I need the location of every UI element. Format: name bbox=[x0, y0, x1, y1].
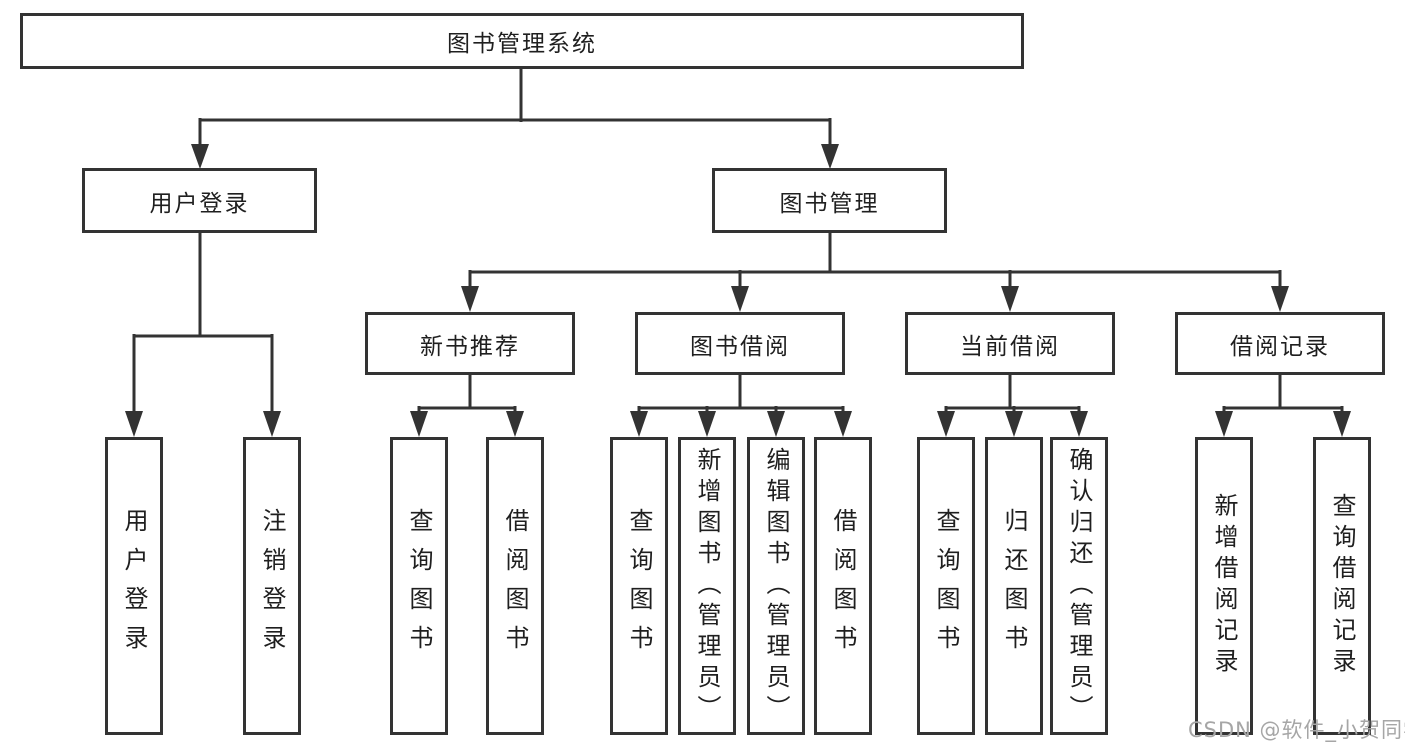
connector-root-to-level2 bbox=[191, 69, 839, 169]
leaf-query-books-recommend-label: 查询图书 bbox=[405, 508, 433, 664]
leaf-query-borrow-record: 查询借阅记录 bbox=[1313, 437, 1371, 735]
node-new-book-recommend-label: 新书推荐 bbox=[420, 333, 520, 360]
leaf-return-books: 归还图书 bbox=[985, 437, 1043, 735]
connector-user-login-children bbox=[125, 233, 281, 437]
leaf-query-books-current: 查询图书 bbox=[917, 437, 975, 735]
leaf-borrow-books-label: 借阅图书 bbox=[829, 508, 857, 664]
node-new-book-recommend: 新书推荐 bbox=[365, 312, 575, 375]
leaf-logout-login: 注销登录 bbox=[243, 437, 301, 735]
leaf-edit-books-admin: 编辑图书（管理员） bbox=[747, 437, 805, 735]
leaf-borrow-books-recommend-label: 借阅图书 bbox=[501, 508, 529, 664]
node-borrow-record: 借阅记录 bbox=[1175, 312, 1385, 375]
leaf-query-books-borrow-label: 查询图书 bbox=[625, 508, 653, 664]
leaf-confirm-return-admin: 确认归还（管理员） bbox=[1050, 437, 1108, 735]
leaf-add-borrow-record: 新增借阅记录 bbox=[1195, 437, 1253, 735]
node-user-login: 用户登录 bbox=[82, 168, 317, 233]
connector-book-borrow-children bbox=[630, 375, 852, 437]
leaf-query-borrow-record-label: 查询借阅记录 bbox=[1328, 493, 1356, 679]
leaf-borrow-books: 借阅图书 bbox=[814, 437, 872, 735]
leaf-add-books-admin: 新增图书（管理员） bbox=[678, 437, 736, 735]
leaf-query-books-recommend: 查询图书 bbox=[390, 437, 448, 735]
leaf-add-borrow-record-label: 新增借阅记录 bbox=[1210, 493, 1238, 679]
leaf-query-books-current-label: 查询图书 bbox=[932, 508, 960, 664]
leaf-edit-books-admin-label: 编辑图书（管理员） bbox=[762, 446, 790, 726]
leaf-user-login: 用户登录 bbox=[105, 437, 163, 735]
node-book-borrow-label: 图书借阅 bbox=[690, 333, 790, 360]
leaf-logout-login-label: 注销登录 bbox=[258, 508, 286, 664]
connector-current-borrow-children bbox=[937, 375, 1088, 437]
node-book-management-label: 图书管理 bbox=[779, 190, 880, 217]
connector-new-book-children bbox=[410, 375, 524, 437]
node-current-borrow: 当前借阅 bbox=[905, 312, 1115, 375]
node-book-management: 图书管理 bbox=[712, 168, 947, 233]
node-current-borrow-label: 当前借阅 bbox=[960, 333, 1060, 360]
leaf-user-login-label: 用户登录 bbox=[120, 508, 148, 664]
node-book-borrow: 图书借阅 bbox=[635, 312, 845, 375]
csdn-watermark: CSDN @软件_小贺同学 bbox=[1188, 718, 1405, 742]
leaf-add-books-admin-label: 新增图书（管理员） bbox=[693, 446, 721, 726]
connector-book-management-children bbox=[461, 233, 1289, 312]
leaf-borrow-books-recommend: 借阅图书 bbox=[486, 437, 544, 735]
node-borrow-record-label: 借阅记录 bbox=[1230, 333, 1330, 360]
node-root-library-system: 图书管理系统 bbox=[20, 13, 1024, 69]
connector-borrow-record-children bbox=[1215, 375, 1351, 437]
node-root-label: 图书管理系统 bbox=[447, 31, 597, 57]
leaf-confirm-return-admin-label: 确认归还（管理员） bbox=[1065, 446, 1093, 726]
leaf-query-books-borrow: 查询图书 bbox=[610, 437, 668, 735]
leaf-return-books-label: 归还图书 bbox=[1000, 508, 1028, 664]
node-user-login-label: 用户登录 bbox=[149, 190, 250, 217]
